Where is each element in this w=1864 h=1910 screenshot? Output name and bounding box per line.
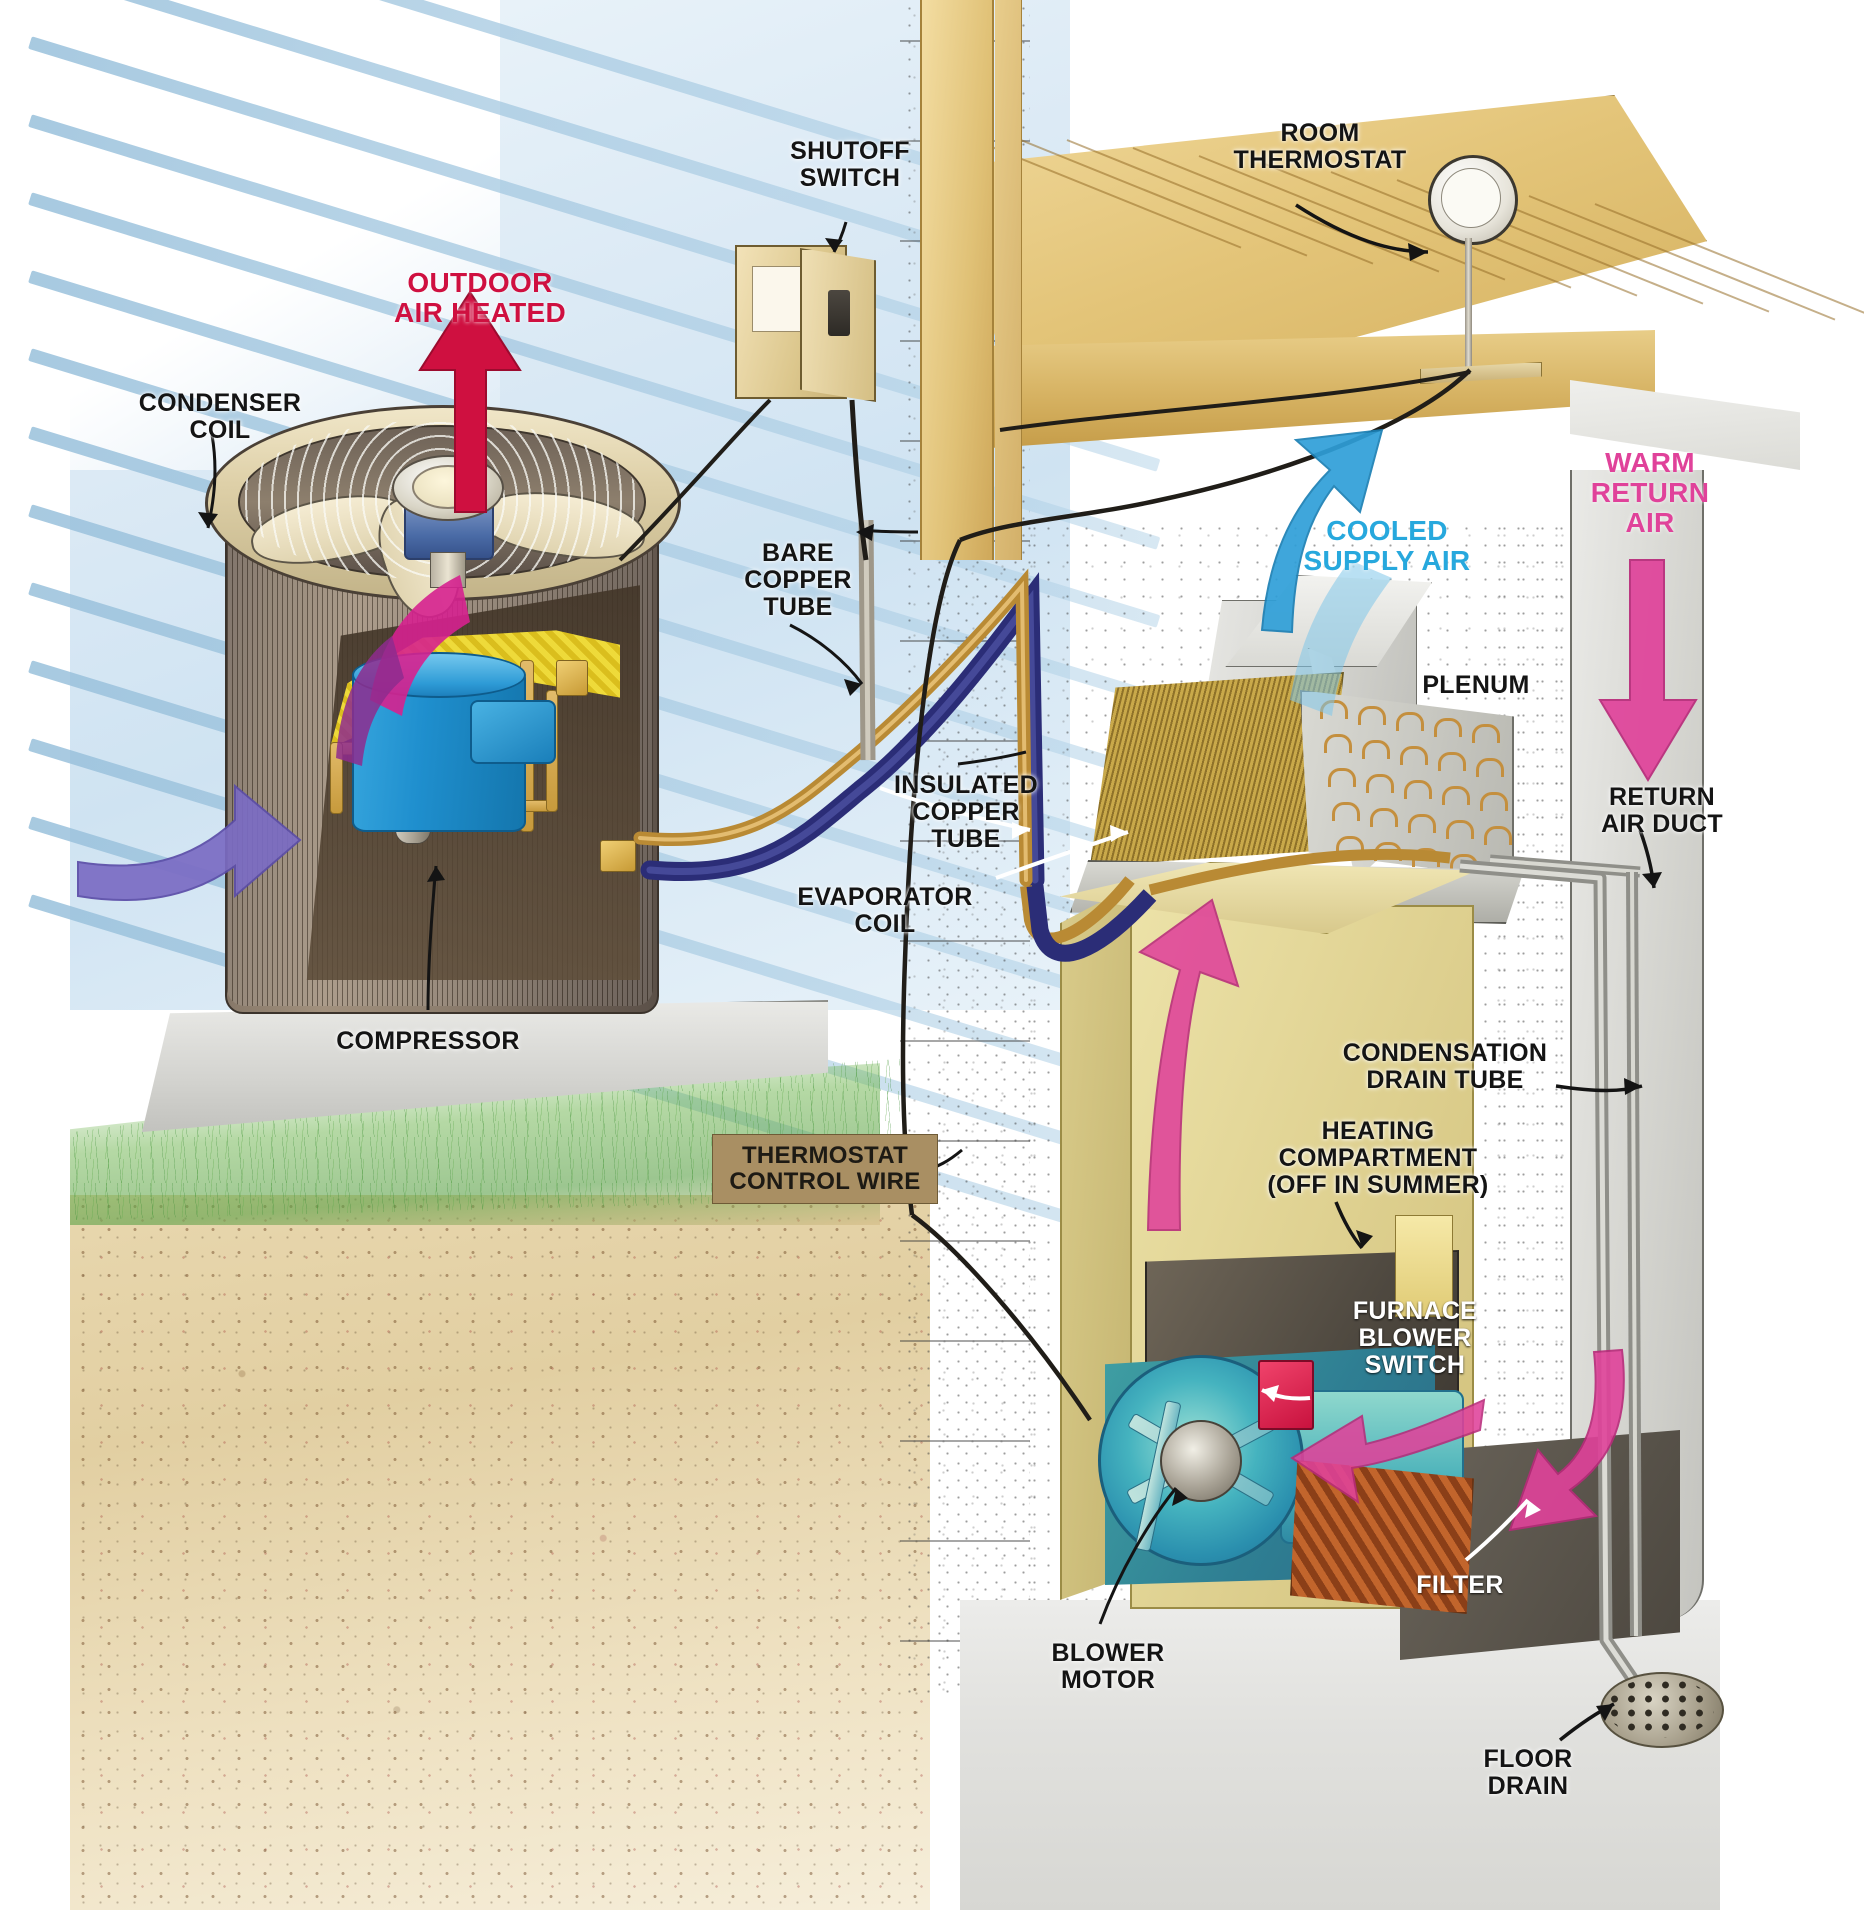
label-bare-copper-tube: BARE COPPER TUBE xyxy=(744,539,852,621)
wall-stud xyxy=(920,0,994,560)
soil-cutaway xyxy=(70,1195,930,1910)
return-bend xyxy=(1336,836,1364,855)
return-bend xyxy=(1404,780,1432,799)
return-bend xyxy=(1434,718,1462,737)
mortar-joint xyxy=(900,940,1030,942)
compressor-terminal-box xyxy=(470,700,556,764)
label-condenser-coil: CONDENSER COIL xyxy=(138,389,302,444)
return-bend xyxy=(1484,826,1512,845)
mortar-joint xyxy=(900,1240,1030,1242)
furnace-rating-plate xyxy=(1395,1215,1453,1317)
return-bend xyxy=(1324,734,1352,753)
soil-texture xyxy=(70,1195,930,1910)
return-bend xyxy=(1408,814,1436,833)
return-bend xyxy=(1370,808,1398,827)
return-bend xyxy=(1400,746,1428,765)
mortar-joint xyxy=(900,1340,1030,1342)
label-heating-compartment: HEATING COMPARTMENT (OFF IN SUMMER) xyxy=(1267,1117,1489,1199)
label-blower-motor: BLOWER MOTOR xyxy=(1051,1639,1165,1694)
label-thermostat-control-wire: THERMOSTAT CONTROL WIRE xyxy=(712,1134,938,1204)
return-bend xyxy=(1446,820,1474,839)
label-return-air-duct: RETURN AIR DUCT xyxy=(1601,783,1723,838)
blower-hub xyxy=(1160,1420,1242,1502)
service-valve-1 xyxy=(556,660,588,696)
room-thermostat-stem xyxy=(1465,238,1472,368)
return-bend xyxy=(1332,802,1360,821)
mortar-joint xyxy=(900,1440,1030,1442)
return-bend xyxy=(1442,786,1470,805)
label-warm-return-air: WARM RETURN AIR xyxy=(1590,447,1710,539)
return-bend xyxy=(1366,774,1394,793)
mortar-joint xyxy=(900,1140,1030,1142)
label-condensation-drain-tube: CONDENSATION DRAIN TUBE xyxy=(1342,1039,1548,1094)
return-bend xyxy=(1438,752,1466,771)
return-bend xyxy=(1396,712,1424,731)
label-insulated-copper-tube: INSULATED COPPER TUBE xyxy=(894,771,1038,853)
shutoff-switch-lever[interactable] xyxy=(828,290,850,336)
mortar-joint xyxy=(900,840,1030,842)
return-bend xyxy=(1472,724,1500,743)
label-filter: FILTER xyxy=(1416,1571,1504,1599)
label-outdoor-air-heated: OUTDOOR AIR HEATED xyxy=(393,267,567,329)
floor-drain-holes xyxy=(1606,1678,1714,1738)
label-room-thermostat: ROOM THERMOSTAT xyxy=(1233,119,1407,174)
label-plenum: PLENUM xyxy=(1422,671,1530,699)
label-shutoff-switch: SHUTOFF SWITCH xyxy=(790,137,910,192)
return-bend xyxy=(1476,758,1504,777)
label-compressor: COMPRESSOR xyxy=(336,1027,520,1055)
label-floor-drain: FLOOR DRAIN xyxy=(1483,1745,1573,1800)
label-cooled-supply-air: COOLED SUPPLY AIR xyxy=(1303,515,1471,577)
wall-stud-secondary xyxy=(995,0,1022,560)
mortar-joint xyxy=(900,1040,1030,1042)
label-evaporator-coil: EVAPORATOR COIL xyxy=(797,883,973,938)
label-furnace-blower-switch: FURNACE BLOWER SWITCH xyxy=(1352,1297,1478,1379)
return-bend xyxy=(1362,740,1390,759)
return-bend xyxy=(1358,706,1386,725)
return-bend xyxy=(1328,768,1356,787)
room-thermostat-face xyxy=(1441,168,1501,228)
basement-floor-slab xyxy=(960,1600,1720,1910)
return-bend xyxy=(1480,792,1508,811)
mortar-joint xyxy=(900,1540,1030,1542)
mortar-joint xyxy=(900,740,1030,742)
service-valve-2 xyxy=(600,840,636,872)
condenser-tube-3 xyxy=(330,742,343,814)
